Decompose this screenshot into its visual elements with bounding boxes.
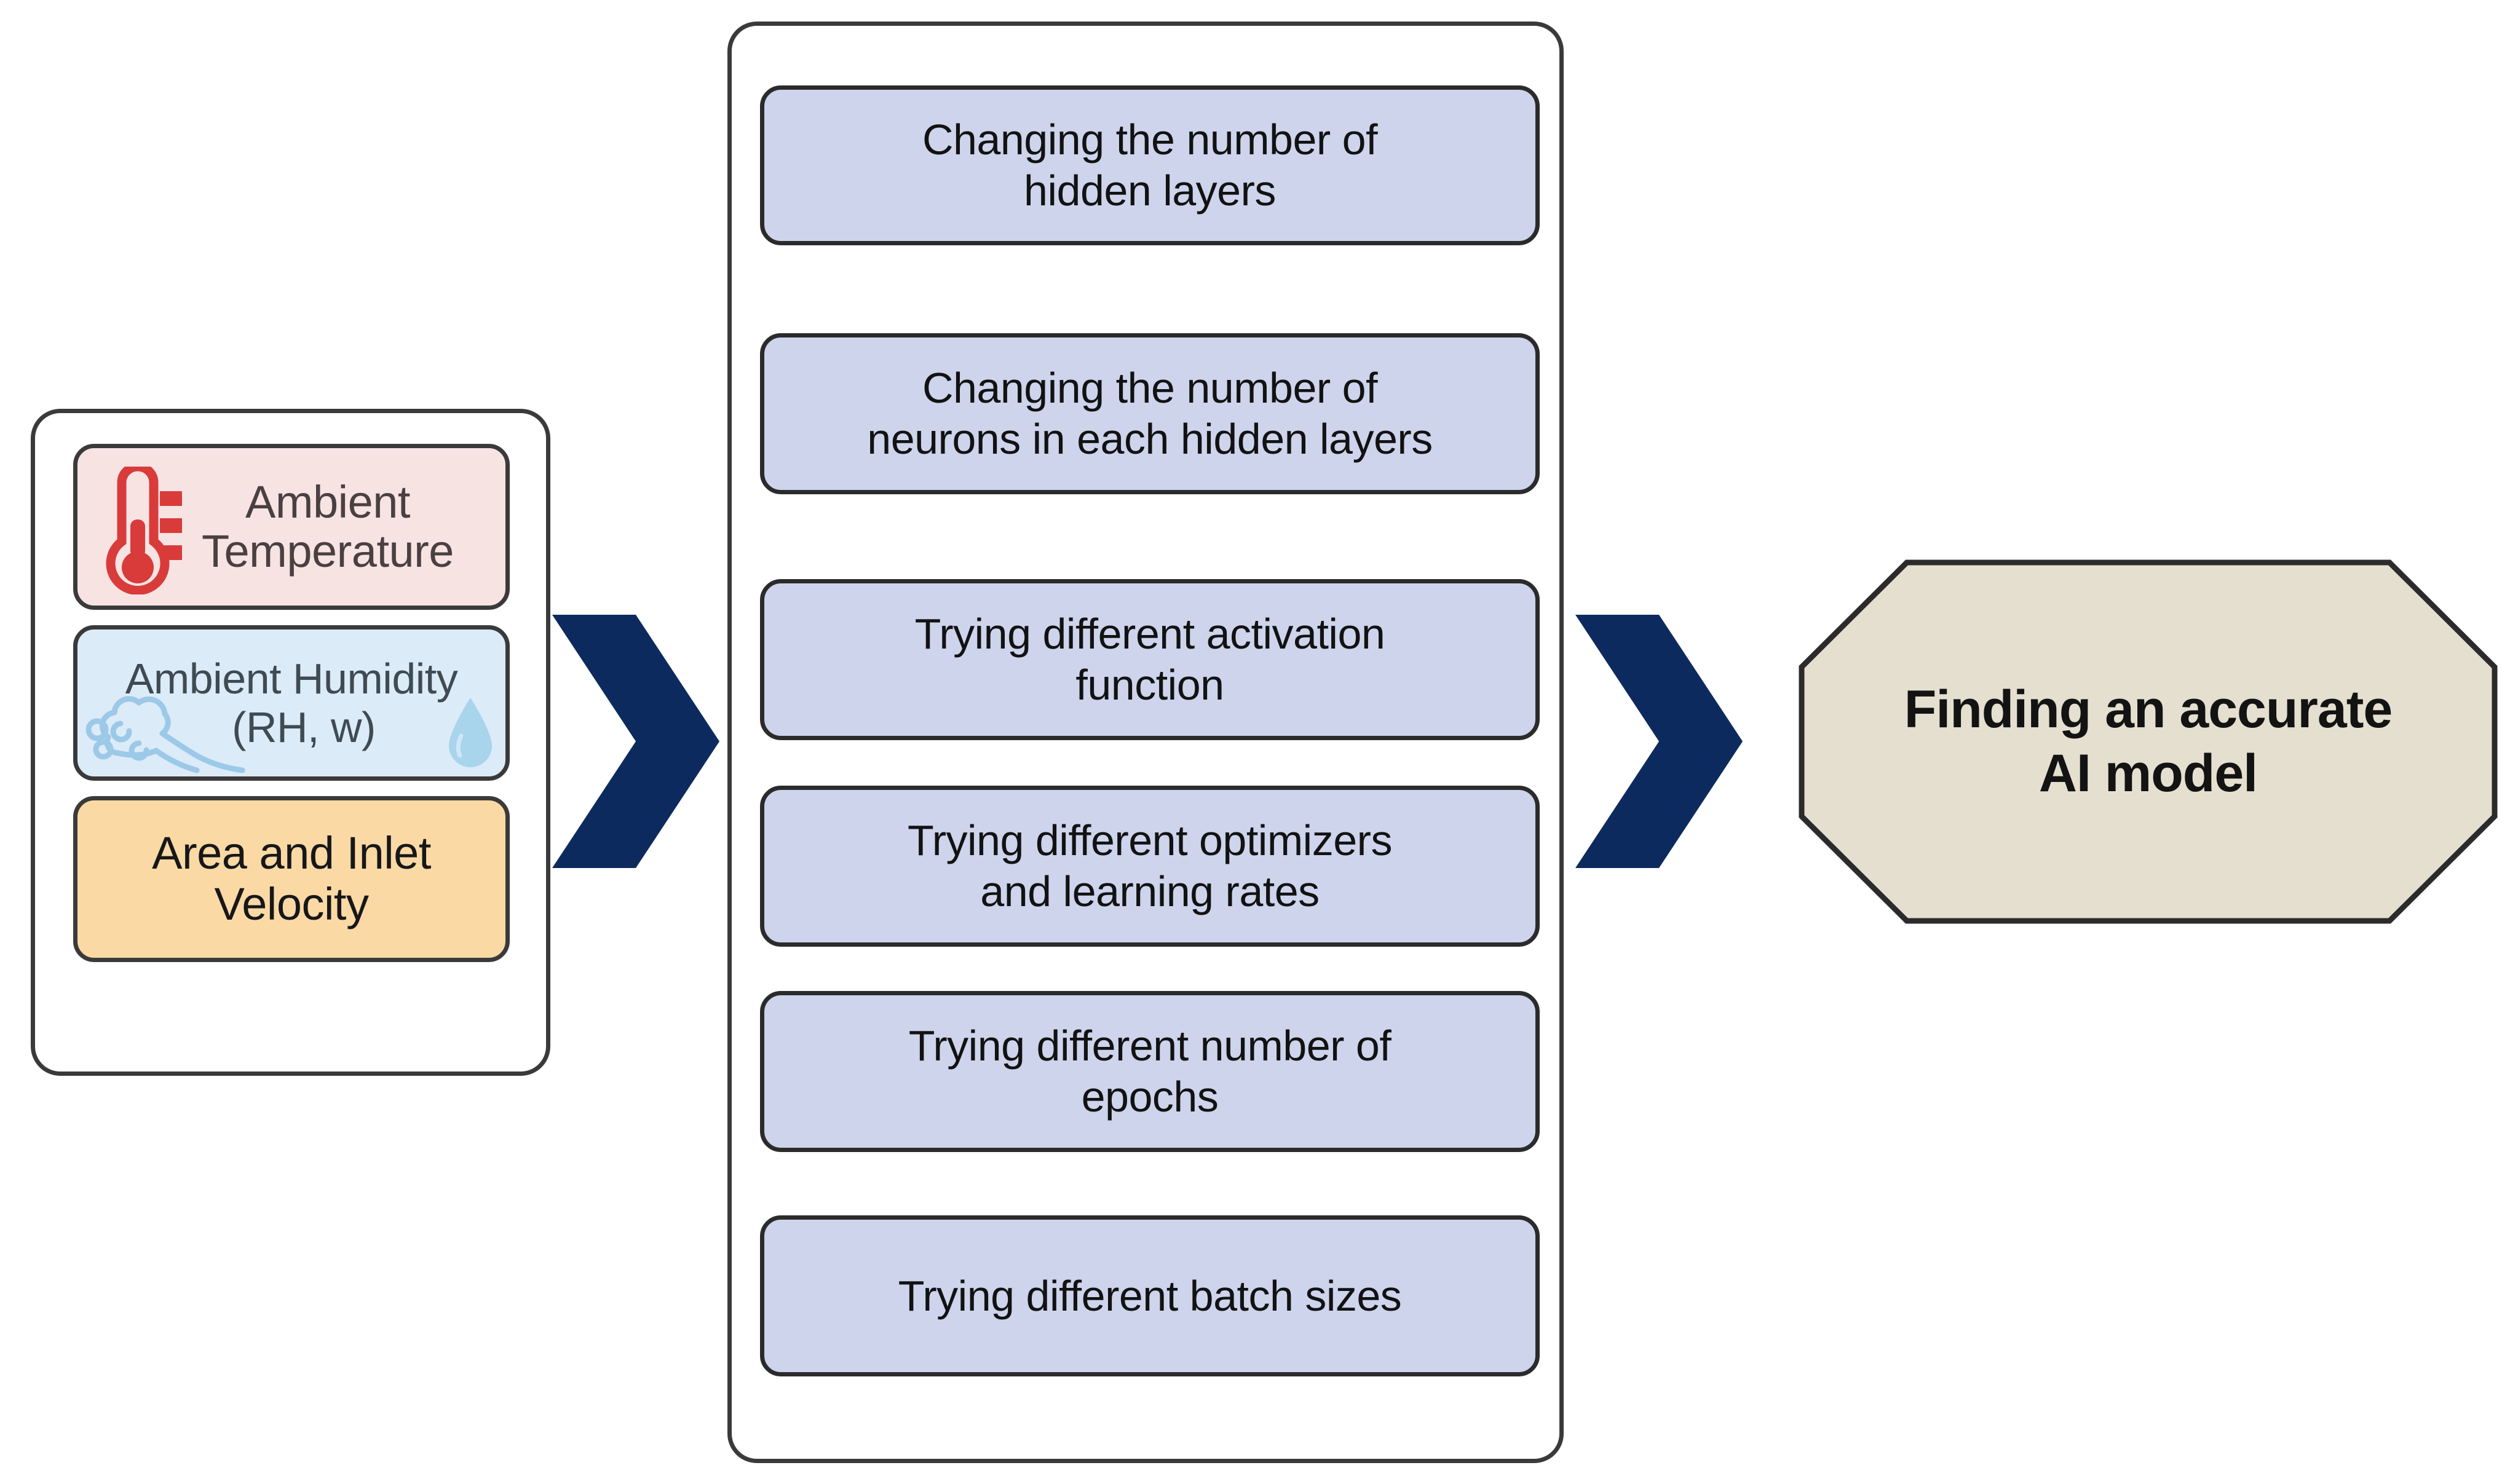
result-line-2: AI model bbox=[2038, 743, 2258, 803]
water-droplet-icon bbox=[449, 698, 492, 767]
input-card-ambient-temperature[interactable]: Ambient Temperature bbox=[73, 444, 510, 610]
input-card-label: Area and Inlet Velocity bbox=[152, 827, 431, 930]
humidity-line-1: Ambient Humidity bbox=[125, 655, 458, 703]
chevron-right-icon bbox=[1575, 615, 1743, 868]
tuning-step-batch-sizes[interactable]: Trying different batch sizes bbox=[760, 1215, 1540, 1376]
cloud-icon bbox=[85, 696, 245, 773]
input-card-label: Ambient Temperature bbox=[202, 478, 454, 576]
result-octagon[interactable]: Finding an accurate AI model bbox=[1799, 559, 2498, 924]
area-line-2: Velocity bbox=[214, 878, 369, 929]
chevron-right-icon bbox=[552, 615, 719, 868]
thermometer-icon bbox=[106, 467, 182, 594]
inputs-container: Ambient Temperature bbox=[31, 409, 550, 1076]
input-card-ambient-humidity[interactable]: Ambient Humidity (RH, w) bbox=[73, 625, 510, 781]
result-label: Finding an accurate AI model bbox=[1799, 559, 2498, 924]
humidity-line-2: (RH, w) bbox=[232, 703, 376, 751]
temperature-line-2: Temperature bbox=[202, 526, 454, 577]
tuning-step-label: Trying different batch sizes bbox=[898, 1271, 1402, 1320]
area-line-1: Area and Inlet bbox=[152, 827, 431, 879]
temperature-line-1: Ambient bbox=[245, 476, 410, 528]
octagon-shape bbox=[1799, 559, 2498, 924]
input-card-area-and-inlet-velocity[interactable]: Area and Inlet Velocity bbox=[73, 796, 510, 962]
result-line-1: Finding an accurate bbox=[1904, 680, 2393, 740]
input-card-label: Ambient Humidity (RH, w) bbox=[125, 655, 458, 751]
